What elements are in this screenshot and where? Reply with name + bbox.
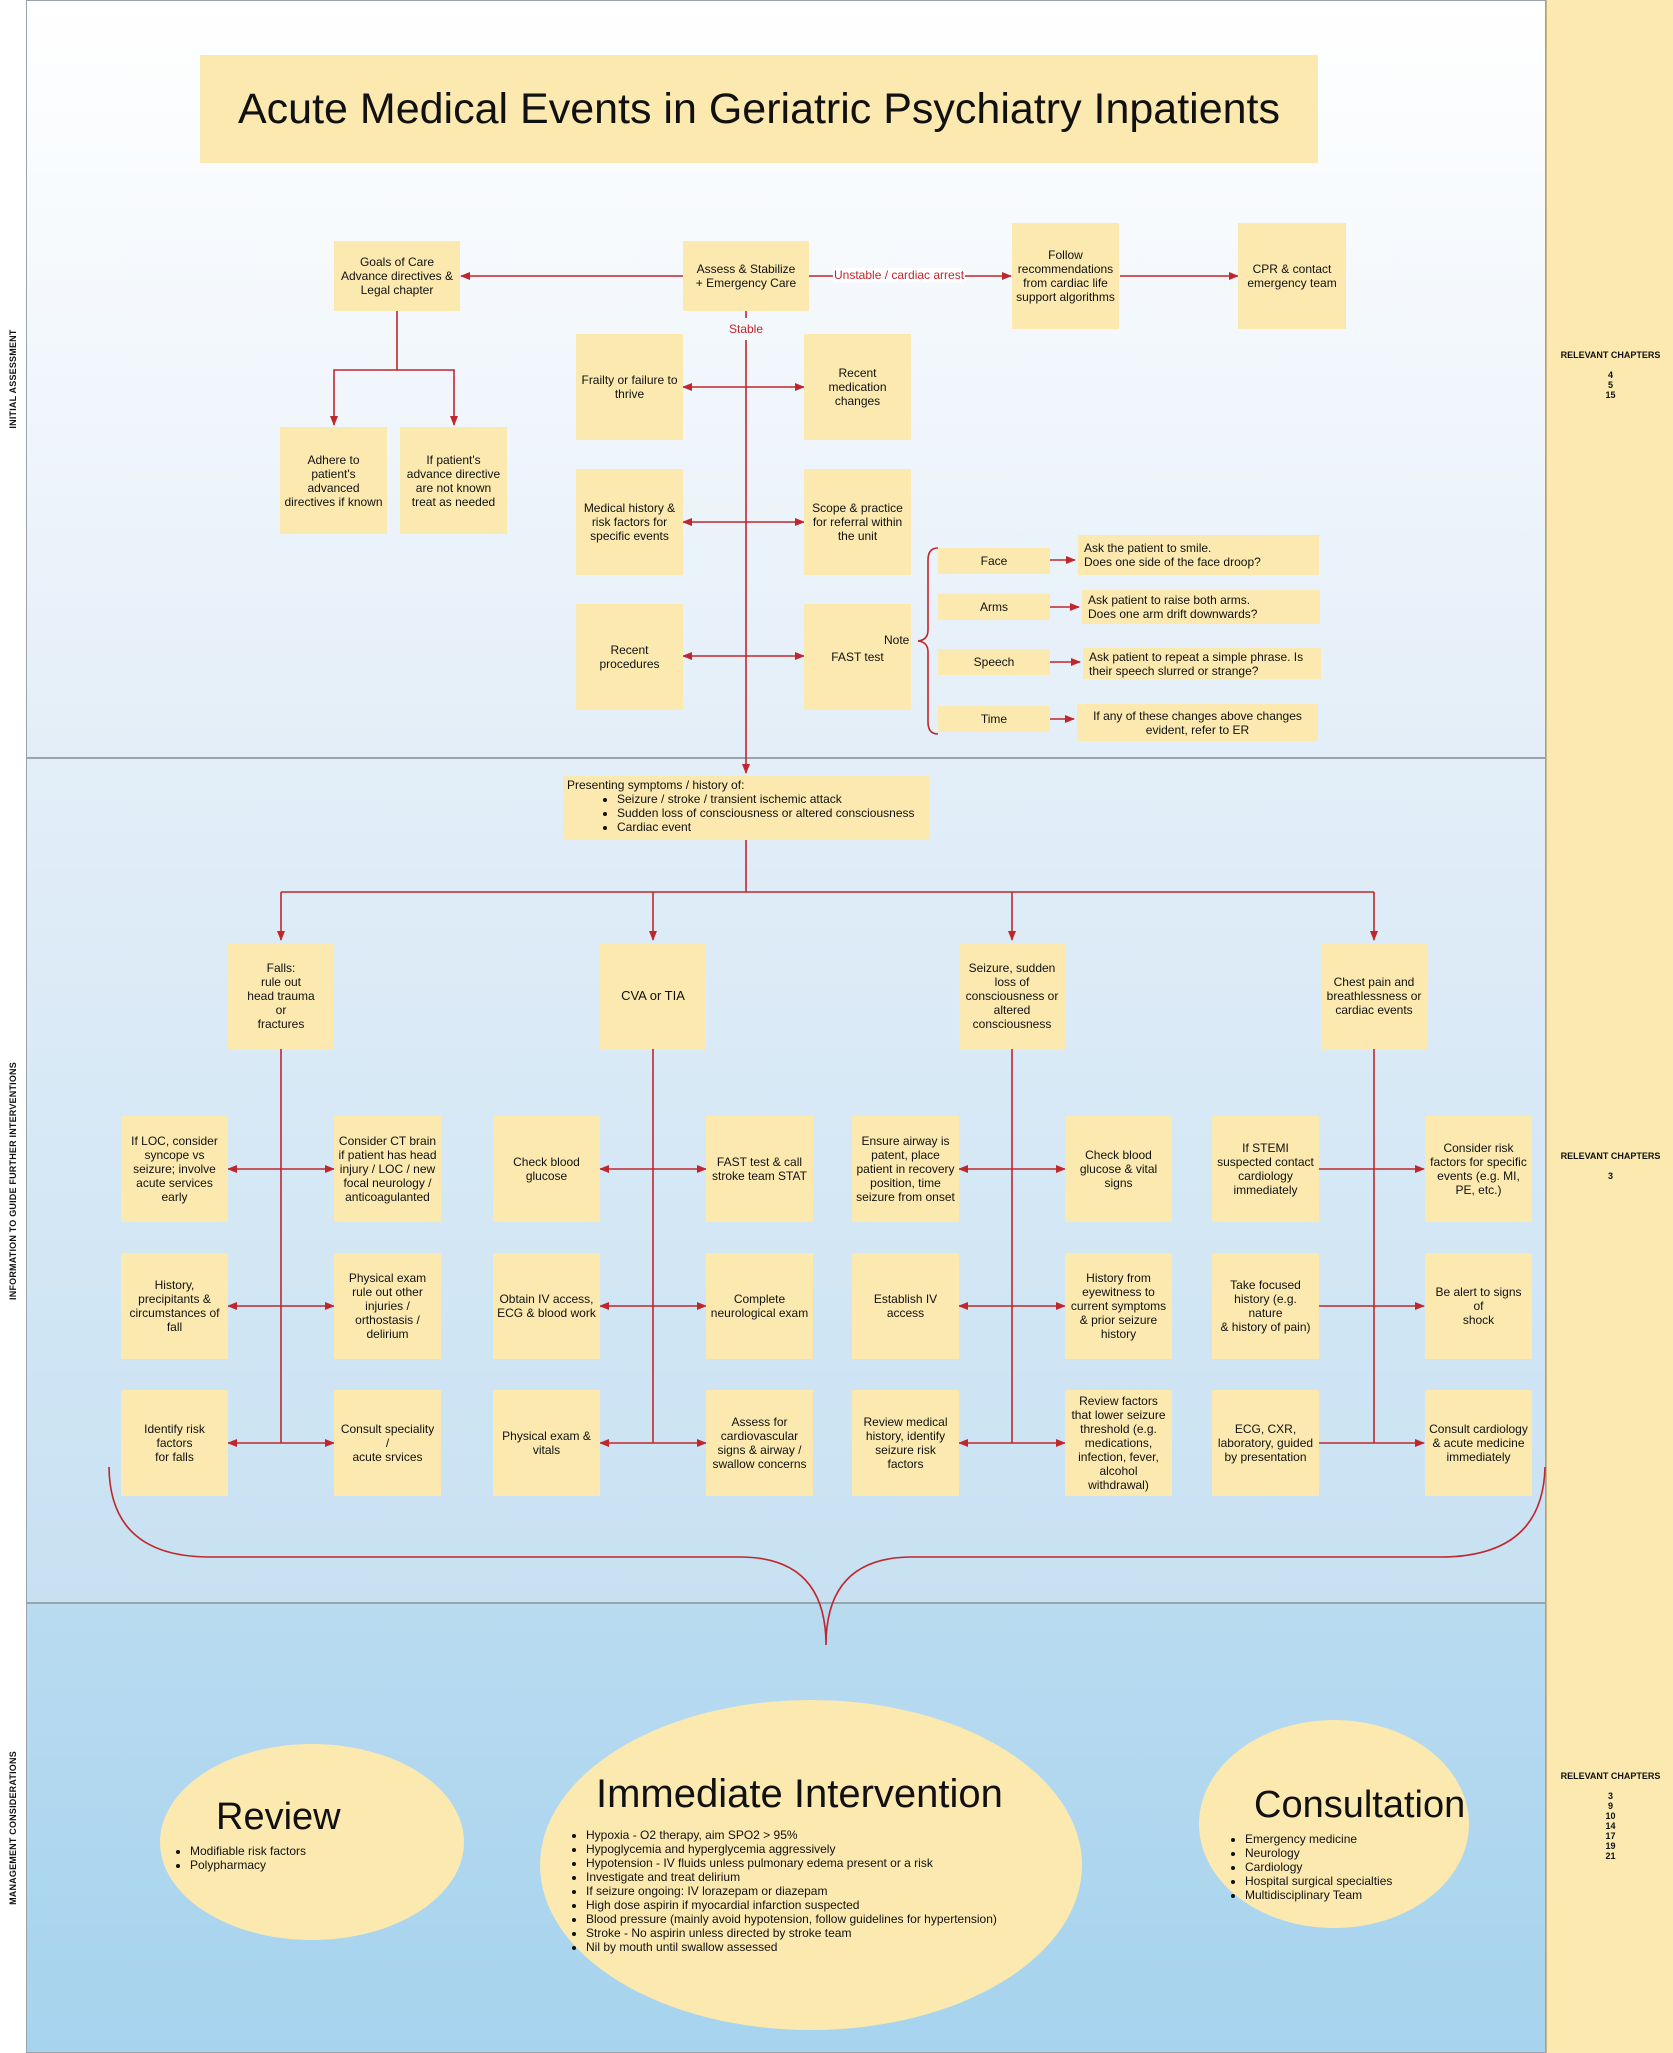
consultation-item: Cardiology xyxy=(1245,1860,1392,1874)
chest-risk-box: Consider risk factors for specific event… xyxy=(1425,1116,1532,1222)
chest-stemi-box: If STEMI suspected contact cardiology im… xyxy=(1212,1116,1319,1222)
immediate-item: High dose aspirin if myocardial infarcti… xyxy=(586,1898,997,1912)
seizure-iv-box: Establish IV access xyxy=(852,1253,959,1359)
review-item: Polypharmacy xyxy=(190,1858,306,1872)
presenting-item: Seizure / stroke / transient ischemic at… xyxy=(617,792,925,806)
immediate-item: Hypotension - IV fluids unless pulmonary… xyxy=(586,1856,997,1870)
immediate-list: Hypoxia - O2 therapy, aim SPO2 > 95% Hyp… xyxy=(564,1828,997,1954)
immediate-item: Investigate and treat delirium xyxy=(586,1870,997,1884)
presenting-list: Seizure / stroke / transient ischemic at… xyxy=(567,792,925,834)
immediate-item: If seizure ongoing: IV lorazepam or diaz… xyxy=(586,1884,997,1898)
review-title: Review xyxy=(216,1796,341,1838)
review-list: Modifiable risk factors Polypharmacy xyxy=(168,1844,306,1872)
consultation-list: Emergency medicine Neurology Cardiology … xyxy=(1223,1832,1392,1902)
consultation-item: Hospital surgical specialties xyxy=(1245,1874,1392,1888)
adhere-directives-box: Adhere to patient's advanced directives … xyxy=(280,427,387,534)
immediate-item: Hypoxia - O2 therapy, aim SPO2 > 95% xyxy=(586,1828,997,1842)
fast-time-box: Time xyxy=(938,706,1050,732)
medical-history-box: Medical history & risk factors for speci… xyxy=(576,469,683,575)
seizure-glucose-box: Check blood glucose & vital signs xyxy=(1065,1116,1172,1222)
immediate-item: Stroke - No aspirin unless directed by s… xyxy=(586,1926,997,1940)
assess-stabilize-box: Assess & Stabilize + Emergency Care xyxy=(683,241,809,311)
chest-history-box: Take focused history (e.g. nature & hist… xyxy=(1212,1253,1319,1359)
fast-test-box: FAST test xyxy=(804,604,911,710)
seizure-review-box: Review medical history, identify seizure… xyxy=(852,1390,959,1496)
immediate-item: Hypoglycemia and hyperglycemia aggressiv… xyxy=(586,1842,997,1856)
stable-label: Stable xyxy=(729,322,764,336)
consultation-item: Neurology xyxy=(1245,1846,1392,1860)
seizure-airway-box: Ensure airway is patent, place patient i… xyxy=(852,1116,959,1222)
fast-speech-box: Speech xyxy=(938,649,1050,675)
page-title: Acute Medical Events in Geriatric Psychi… xyxy=(200,55,1318,163)
falls-history-box: History, precipitants & circumstances of… xyxy=(121,1253,228,1359)
goals-of-care-box: Goals of Care Advance directives & Legal… xyxy=(334,241,460,311)
seizure-head-box: Seizure, sudden loss of consciousness or… xyxy=(959,943,1065,1049)
consultation-title: Consultation xyxy=(1254,1784,1466,1826)
consultation-item: Multidisciplinary Team xyxy=(1245,1888,1392,1902)
immediate-intervention-ellipse: Immediate Intervention Hypoxia - O2 ther… xyxy=(540,1700,1082,2030)
immediate-item: Nil by mouth until swallow assessed xyxy=(586,1940,997,1954)
consultation-item: Emergency medicine xyxy=(1245,1832,1392,1846)
falls-risk-box: Identify risk factors for falls xyxy=(121,1390,228,1496)
immediate-item: Blood pressure (mainly avoid hypotension… xyxy=(586,1912,997,1926)
fast-face-box: Face xyxy=(938,548,1050,574)
presenting-item: Sudden loss of consciousness or altered … xyxy=(617,806,925,820)
cva-fast-box: FAST test & call stroke team STAT xyxy=(706,1116,813,1222)
presenting-heading: Presenting symptoms / history of: xyxy=(567,778,745,792)
frailty-box: Frailty or failure to thrive xyxy=(576,334,683,440)
fast-arms-desc: Ask patient to raise both arms. Does one… xyxy=(1082,590,1320,624)
presenting-symptoms-box: Presenting symptoms / history of: Seizur… xyxy=(563,776,929,840)
falls-head-box: Falls: rule out head trauma or fractures xyxy=(228,943,334,1049)
seizure-threshold-box: Review factors that lower seizure thresh… xyxy=(1065,1390,1172,1496)
falls-ct-box: Consider CT brain if patient has head in… xyxy=(334,1116,441,1222)
recent-procedures-box: Recent procedures xyxy=(576,604,683,710)
cpr-box: CPR & contact emergency team xyxy=(1238,223,1346,329)
fast-face-desc: Ask the patient to smile. Does one side … xyxy=(1078,535,1319,575)
presenting-item: Cardiac event xyxy=(617,820,925,834)
lane-label-management: MANAGEMENT CONSIDERATIONS xyxy=(0,1603,27,2053)
unstable-label: Unstable / cardiac arrest xyxy=(833,268,966,282)
fast-time-desc: If any of these changes above changes ev… xyxy=(1077,704,1318,741)
chest-consult-box: Consult cardiology & acute medicine imme… xyxy=(1425,1390,1532,1496)
immediate-title: Immediate Intervention xyxy=(596,1772,1003,1816)
chest-ecg-box: ECG, CXR, laboratory, guided by presenta… xyxy=(1212,1390,1319,1496)
note-label: Note xyxy=(884,633,910,647)
falls-consult-box: Consult speciality / acute srvices xyxy=(334,1390,441,1496)
seizure-history-box: History from eyewitness to current sympt… xyxy=(1065,1253,1172,1359)
chest-head-box: Chest pain and breathlessness or cardiac… xyxy=(1321,943,1427,1049)
falls-exam-box: Physical exam rule out other injuries / … xyxy=(334,1253,441,1359)
chest-shock-box: Be alert to signs of shock xyxy=(1425,1253,1532,1359)
review-item: Modifiable risk factors xyxy=(190,1844,306,1858)
lane-label-information: INFORMATION TO GUIDE FURTHER INTERVENTIO… xyxy=(0,758,27,1603)
cva-cardio-box: Assess for cardiovascular signs & airway… xyxy=(706,1390,813,1496)
follow-algorithms-box: Follow recommendations from cardiac life… xyxy=(1012,223,1119,329)
cva-iv-box: Obtain IV access, ECG & blood work xyxy=(493,1253,600,1359)
falls-loc-box: If LOC, consider syncope vs seizure; inv… xyxy=(121,1116,228,1222)
consultation-ellipse: Consultation Emergency medicine Neurolog… xyxy=(1199,1720,1469,1928)
lane-label-initial: INITIAL ASSESSMENT xyxy=(0,0,27,758)
fast-speech-desc: Ask patient to repeat a simple phrase. I… xyxy=(1083,648,1321,679)
scope-practice-box: Scope & practice for referral within the… xyxy=(804,469,911,575)
unknown-directive-box: If patient's advance directive are not k… xyxy=(400,427,507,534)
cva-head-box: CVA or TIA xyxy=(600,943,706,1049)
review-ellipse: Review Modifiable risk factors Polypharm… xyxy=(160,1744,464,1940)
cva-neuro-box: Complete neurological exam xyxy=(706,1253,813,1359)
fast-arms-box: Arms xyxy=(938,594,1050,620)
recent-medication-box: Recent medication changes xyxy=(804,334,911,440)
cva-exam-box: Physical exam & vitals xyxy=(493,1390,600,1496)
cva-glucose-box: Check blood glucose xyxy=(493,1116,600,1222)
